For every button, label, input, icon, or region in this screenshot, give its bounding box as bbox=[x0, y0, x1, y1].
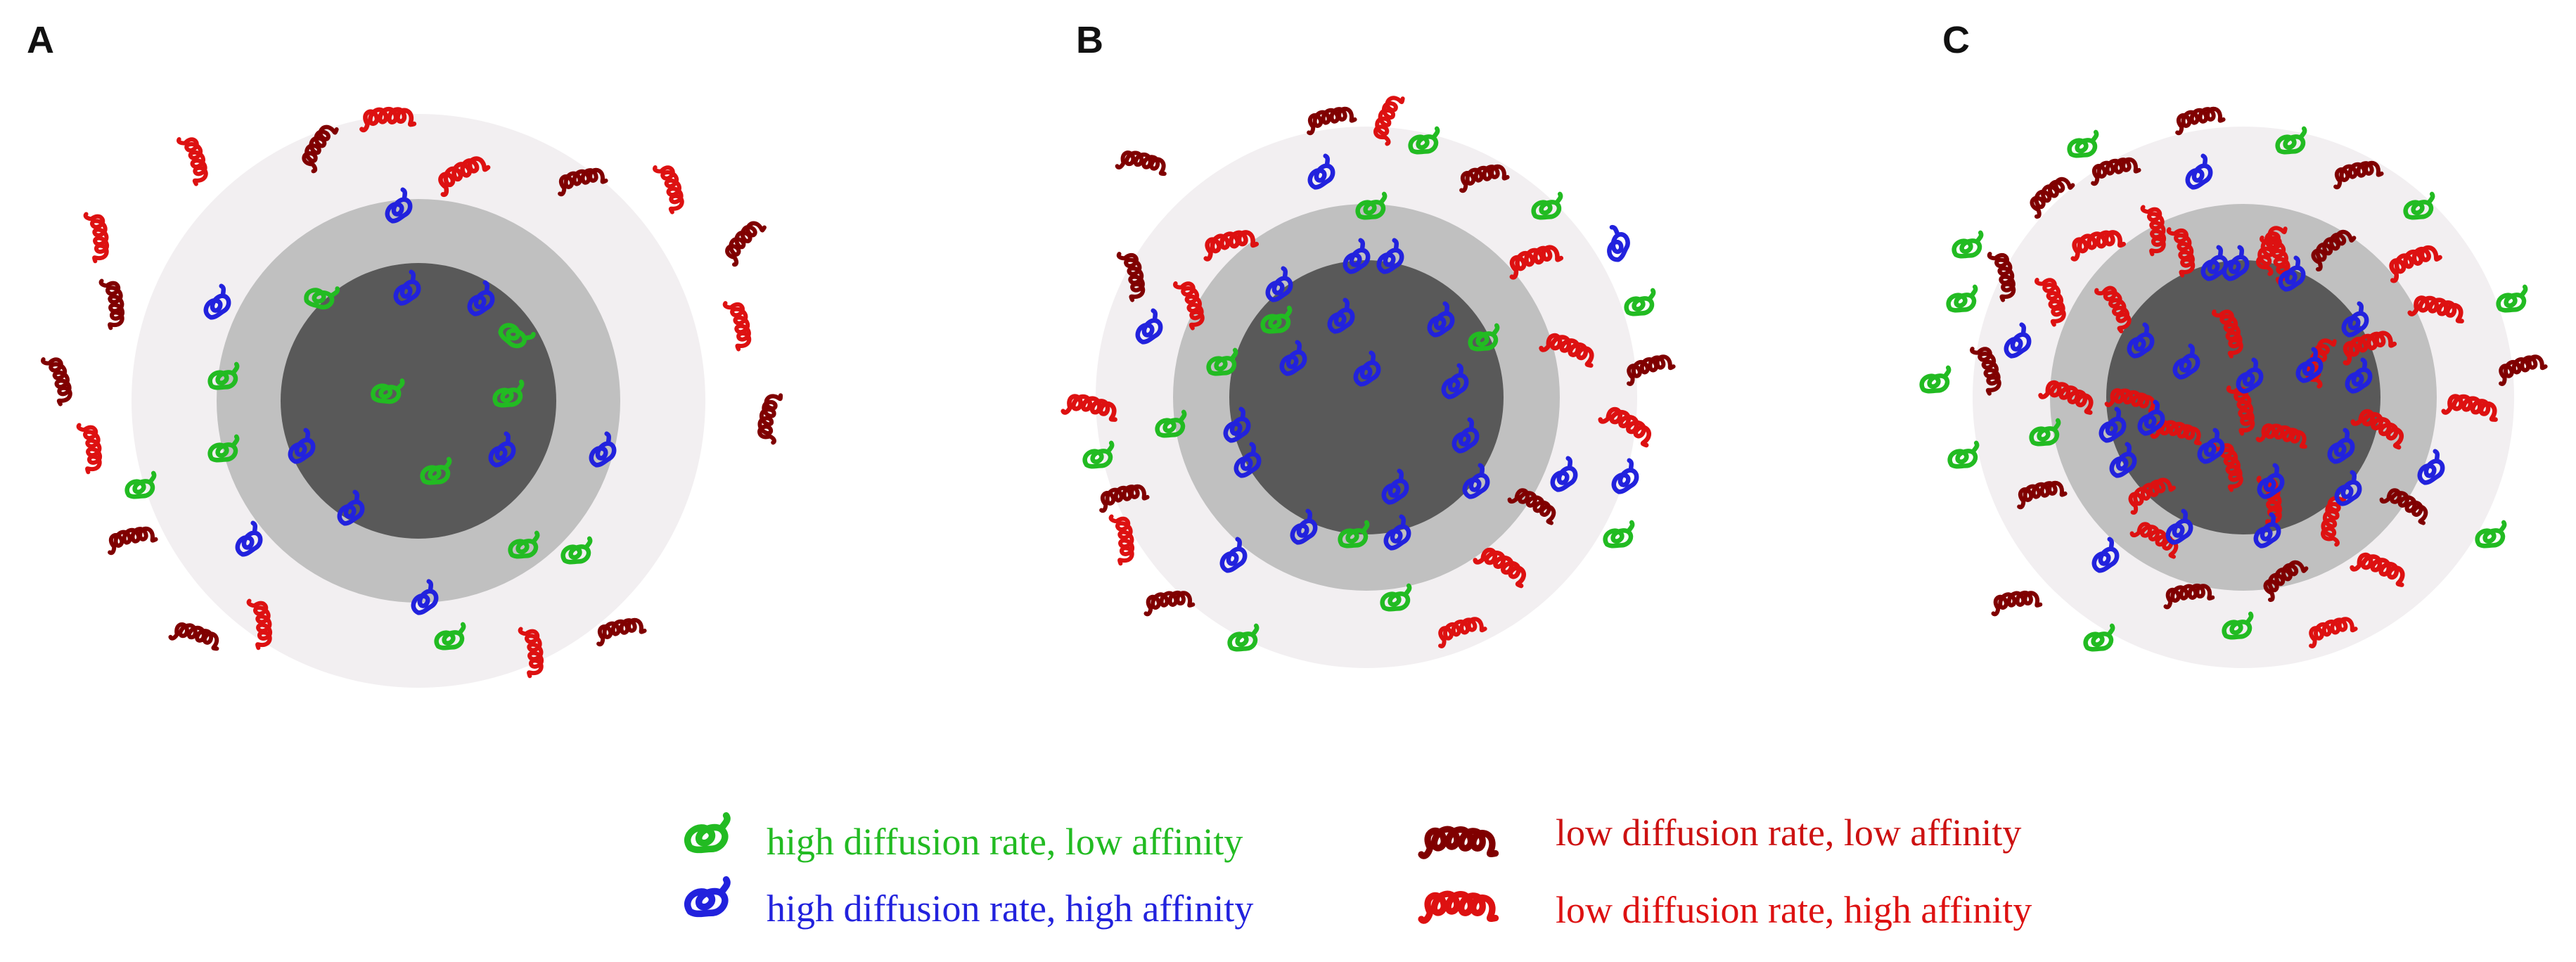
green-molecule-icon bbox=[1606, 522, 1633, 546]
maroon-molecule-icon bbox=[757, 392, 782, 442]
green-molecule-icon bbox=[1627, 290, 1654, 314]
panel-label: C bbox=[1942, 19, 1970, 61]
legend-item-red: low diffusion rate, high affinity bbox=[1421, 889, 2032, 931]
panel-c: C bbox=[1922, 19, 2546, 668]
blue-molecule-icon bbox=[1598, 226, 1632, 262]
maroon-molecule-icon bbox=[1990, 589, 2040, 615]
maroon-molecule-icon bbox=[101, 278, 126, 328]
legend-label-maroon: low diffusion rate, low affinity bbox=[1556, 812, 2021, 854]
legend-label-green: high diffusion rate, low affinity bbox=[767, 821, 1243, 863]
red-molecule-icon bbox=[78, 422, 103, 472]
blue-molecule-icon bbox=[688, 880, 727, 914]
legend-item-maroon: low diffusion rate, low affinity bbox=[1421, 812, 2021, 856]
maroon-molecule-icon bbox=[170, 621, 221, 650]
red-molecule-icon bbox=[654, 162, 686, 212]
maroon-molecule-icon bbox=[1117, 150, 1167, 175]
red-molecule-icon bbox=[724, 299, 753, 349]
red-molecule-icon bbox=[85, 211, 110, 261]
maroon-molecule-icon bbox=[722, 217, 765, 265]
legend-item-green: high diffusion rate, low affinity bbox=[688, 816, 1243, 863]
panel-label: B bbox=[1076, 19, 1103, 61]
green-molecule-icon bbox=[1922, 368, 1949, 391]
legend: high diffusion rate, low affinity high d… bbox=[688, 812, 2032, 931]
green-molecule-icon bbox=[2499, 287, 2526, 310]
maroon-molecule-icon bbox=[1421, 829, 1495, 856]
green-molecule-icon bbox=[1950, 443, 1978, 466]
legend-label-blue: high diffusion rate, high affinity bbox=[767, 887, 1253, 930]
green-molecule-icon bbox=[2070, 132, 2097, 155]
red-molecule-icon bbox=[178, 134, 210, 184]
legend-item-blue: high diffusion rate, high affinity bbox=[688, 880, 1253, 930]
panel-label: A bbox=[27, 19, 54, 61]
legend-label-red: low diffusion rate, high affinity bbox=[1556, 889, 2032, 931]
green-molecule-icon bbox=[1954, 233, 1982, 256]
maroon-molecule-icon bbox=[1143, 589, 1193, 615]
core-zone bbox=[1229, 260, 1504, 534]
red-molecule-icon bbox=[1421, 894, 1495, 921]
green-molecule-icon bbox=[1949, 287, 1976, 310]
maroon-molecule-icon bbox=[42, 354, 75, 404]
maroon-molecule-icon bbox=[105, 524, 156, 553]
panel-a: A bbox=[27, 19, 782, 688]
panel-b: B bbox=[1063, 19, 1674, 668]
core-zone bbox=[281, 263, 556, 539]
green-molecule-icon bbox=[688, 816, 727, 850]
